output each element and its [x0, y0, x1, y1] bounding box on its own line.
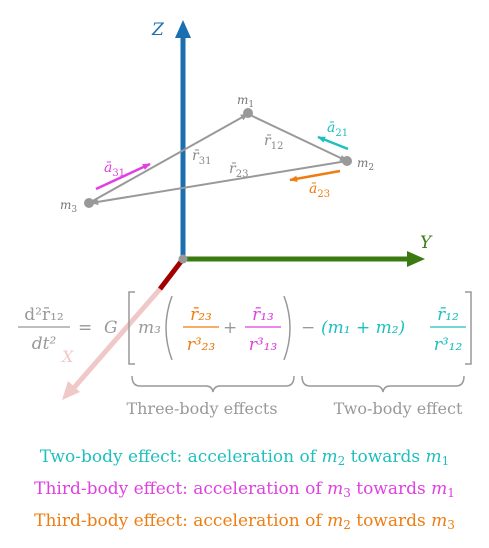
fraction2-numerator: r̄₁₃	[252, 305, 274, 325]
body-m2-label: m2	[357, 156, 374, 173]
body-m1	[243, 108, 253, 118]
z-axis-label: Z	[151, 20, 165, 40]
lhs-denominator: dt²	[32, 334, 57, 354]
fraction1-denominator: r³₂₃	[187, 335, 216, 355]
mass-sum: (m₁ + m₂)	[321, 318, 405, 338]
caption-third-body-m2: Third-body effect: acceleration of m2 to…	[34, 511, 455, 532]
vector-r12-label: r̄12	[264, 133, 283, 152]
vector-r31	[88, 113, 249, 204]
acceleration-a23-label: ā23	[309, 181, 330, 200]
legend-captions: Two-body effect: acceleration of m2 towa…	[0, 443, 489, 539]
y-axis-arrowhead	[407, 251, 425, 267]
body-m3-label: m3	[60, 198, 77, 215]
three-body-brace	[131, 375, 295, 393]
x-axis-faded	[70, 287, 162, 392]
gravitational-constant: G	[104, 318, 118, 338]
mass-m3: m₃	[138, 318, 161, 338]
two-body-brace	[301, 375, 465, 393]
left-square-bracket	[128, 291, 135, 365]
acceleration-a21-arrow	[317, 135, 349, 151]
plus-sign: +	[223, 318, 237, 338]
vector-r31-label: r̄31	[192, 148, 211, 167]
three-body-brace-label: Three-body effects	[126, 399, 277, 418]
vector-r23-label: r̄23	[229, 161, 248, 180]
x-axis	[158, 257, 185, 291]
x-axis-label: X	[60, 347, 74, 366]
left-parenthesis	[165, 295, 173, 361]
right-parenthesis	[283, 295, 291, 361]
fraction3-denominator: r³₁₂	[434, 335, 463, 355]
fraction3-numerator: r̄₁₂	[437, 305, 459, 325]
acceleration-a23-arrow	[289, 169, 341, 182]
lhs-numerator: d²r̄₁₂	[24, 305, 63, 325]
caption-two-body: Two-body effect: acceleration of m2 towa…	[39, 447, 450, 468]
caption-third-body-m3: Third-body effect: acceleration of m3 to…	[34, 479, 455, 500]
acceleration-a31-arrow	[95, 162, 151, 191]
x-axis-arrowhead	[62, 381, 80, 400]
equation: d²r̄₁₂ dt² = G m₃ r̄₂₃ r³₂₃ + r̄₁₃ r³₁₃ …	[18, 291, 472, 365]
vector-r23	[90, 160, 348, 205]
body-m2	[342, 156, 352, 166]
acceleration-a21-label: ā21	[327, 120, 348, 139]
fraction2-denominator: r³₁₃	[249, 335, 278, 355]
origin-point	[178, 254, 188, 264]
fraction1-numerator: r̄₂₃	[190, 305, 212, 325]
z-axis-arrowhead	[175, 20, 191, 38]
two-body-brace-label: Two-body effect	[334, 399, 463, 418]
right-square-bracket	[465, 291, 472, 365]
minus-sign: −	[301, 318, 315, 338]
y-axis-label: Y	[420, 233, 433, 253]
equals-sign: =	[78, 318, 92, 338]
vector-r12	[247, 113, 348, 162]
body-m3	[84, 198, 94, 208]
body-m1-label: m1	[237, 93, 254, 110]
acceleration-a31-label: ā31	[104, 160, 125, 179]
